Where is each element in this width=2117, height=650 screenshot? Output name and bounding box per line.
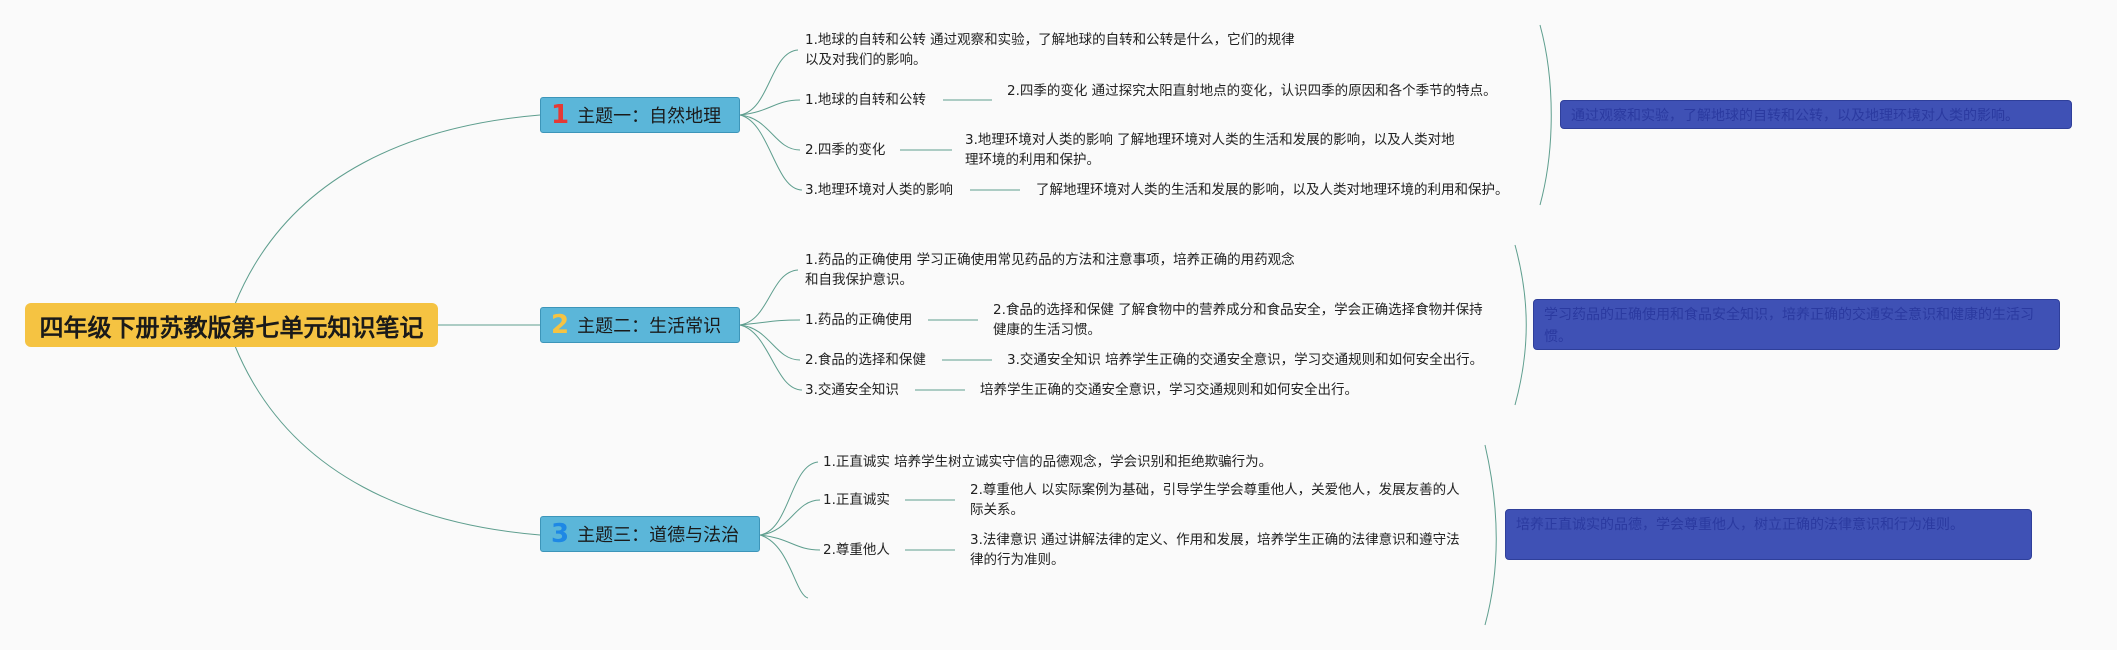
topic-label-3: 主题三：道德与法治 — [577, 525, 740, 546]
topic1-item-2[interactable]: 1.地球的自转和公转 — [805, 92, 926, 108]
topic2-item-4[interactable]: 2.食品的选择和保健 — [805, 352, 926, 368]
topic2-item-3[interactable]: 2.食品的选择和保健 了解食物中的营养成分和食品安全，学会正确选择食物并保持健康… — [993, 302, 1483, 338]
topic-node-3[interactable]: 3 主题三：道德与法治 — [540, 516, 760, 552]
topic3-item-5[interactable]: 3.法律意识 通过讲解法律的定义、作用和发展，培养学生正确的法律意识和遵守法律的… — [970, 532, 1460, 568]
topic3-item-1[interactable]: 1.正直诚实 培养学生树立诚实守信的品德观念，学会识别和拒绝欺骗行为。 — [823, 454, 1273, 470]
topic1-item-5[interactable]: 3.地理环境对人类的影响 了解地理环境对人类的生活和发展的影响，以及人类对地理环… — [965, 132, 1455, 168]
topic3-item-3[interactable]: 2.尊重他人 以实际案例为基础，引导学生学会尊重他人，关爱他人，发展友善的人际关… — [970, 482, 1460, 518]
topic3-summary[interactable]: 培养正直诚实的品德，学会尊重他人，树立正确的法律意识和行为准则。 — [1505, 509, 2032, 560]
topic2-summary[interactable]: 学习药品的正确使用和食品安全知识，培养正确的交通安全意识和健康的生活习惯。 — [1533, 299, 2060, 350]
topic2-item-5[interactable]: 3.交通安全知识 培养学生正确的交通安全意识，学习交通规则和如何安全出行。 — [1007, 352, 1484, 368]
topic1-item-3[interactable]: 2.四季的变化 通过探究太阳直射地点的变化，认识四季的原因和各个季节的特点。 — [1007, 83, 1497, 99]
topic1-item-1[interactable]: 1.地球的自转和公转 通过观察和实验，了解地球的自转和公转是什么，它们的规律以及… — [805, 32, 1295, 68]
topic1-item-6[interactable]: 3.地理环境对人类的影响 — [805, 182, 953, 198]
topic1-item-7[interactable]: 了解地理环境对人类的生活和发展的影响，以及人类对地理环境的利用和保护。 — [1036, 182, 1509, 198]
topic3-item-2[interactable]: 1.正直诚实 — [823, 492, 890, 508]
topic-number-1: 1 — [551, 100, 570, 130]
topic2-item-6[interactable]: 3.交通安全知识 — [805, 382, 899, 398]
topic-number-2: 2 — [551, 310, 570, 340]
topic2-item-7[interactable]: 培养学生正确的交通安全意识，学习交通规则和如何安全出行。 — [980, 382, 1358, 398]
topic-number-3: 3 — [551, 519, 570, 549]
topic-node-1[interactable]: 1 主题一：自然地理 — [540, 97, 740, 133]
topic2-item-1[interactable]: 1.药品的正确使用 学习正确使用常见药品的方法和注意事项，培养正确的用药观念和自… — [805, 252, 1295, 288]
topic1-summary[interactable]: 通过观察和实验，了解地球的自转和公转，以及地理环境对人类的影响。 — [1560, 100, 2072, 129]
root-title: 四年级下册苏教版第七单元知识笔记 — [39, 313, 424, 342]
topic1-item-4[interactable]: 2.四季的变化 — [805, 142, 886, 158]
topic3-item-4[interactable]: 2.尊重他人 — [823, 542, 890, 558]
topic-label-1: 主题一：自然地理 — [577, 106, 722, 127]
root-node[interactable]: 四年级下册苏教版第七单元知识笔记 — [25, 303, 438, 347]
topic-label-2: 主题二：生活常识 — [577, 316, 722, 337]
topic-node-2[interactable]: 2 主题二：生活常识 — [540, 307, 740, 343]
topic2-item-2[interactable]: 1.药品的正确使用 — [805, 312, 913, 328]
